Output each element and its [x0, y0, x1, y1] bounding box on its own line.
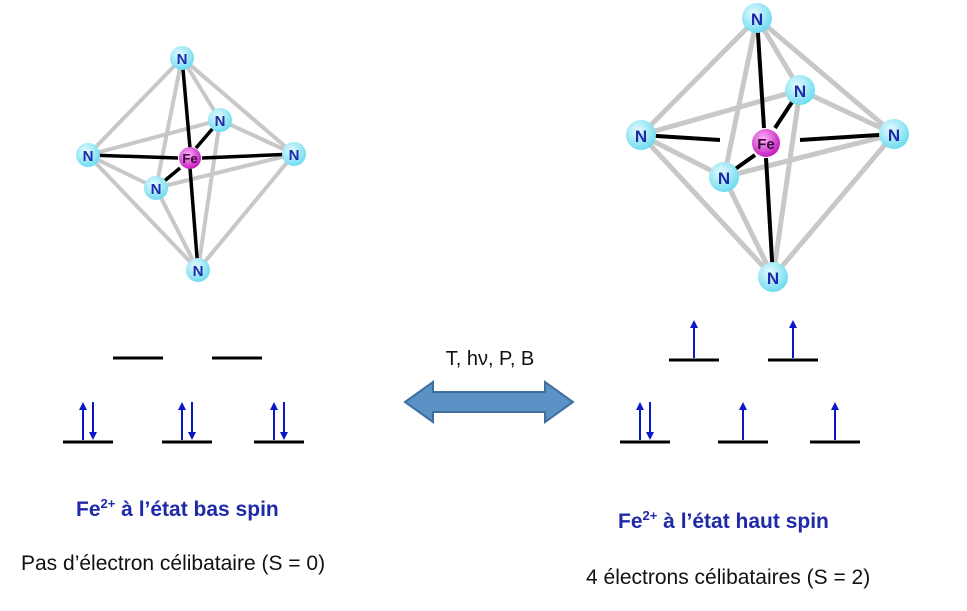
ligand-label: N [888, 126, 900, 145]
ligand-label: N [215, 113, 226, 130]
ligand-label: N [718, 169, 730, 188]
low-spin-ligand-front: N [144, 176, 168, 200]
electron-down-arrowhead [89, 432, 97, 440]
electron-up-arrowhead [270, 402, 278, 410]
high-spin-state-text: à l’état haut spin [657, 510, 829, 533]
electron-up-arrowhead [178, 402, 186, 410]
low-spin-energy-levels [63, 356, 304, 444]
low-spin-ligand-bottom: N [186, 258, 210, 282]
ligand-label: N [794, 82, 806, 101]
high-spin-metal: Fe [752, 129, 780, 157]
high-spin-charge: 2+ [642, 508, 658, 523]
high-spin-cage-edges [639, 16, 896, 279]
electron-down-arrowhead [646, 432, 654, 440]
low-spin-bonds [87, 57, 295, 271]
ligand-label: N [635, 127, 647, 146]
low-spin-charge: 2+ [100, 496, 116, 511]
electron-up-arrowhead [690, 320, 698, 328]
metal-label: Fe [757, 136, 775, 153]
high-spin-ligand-bottom: N [758, 262, 788, 292]
conditions-label: T, hν, P, B [446, 348, 535, 370]
low-spin-cage-edges [86, 56, 296, 272]
electron-down-arrowhead [280, 432, 288, 440]
high-spin-ligand-right: N [879, 119, 909, 149]
metal-label: Fe [182, 151, 197, 166]
low-spin-state-text: à l’état bas spin [115, 498, 279, 521]
ligand-label: N [767, 269, 779, 288]
high-spin-title: Fe2+ à l’état haut spin [618, 508, 829, 534]
ligand-label: N [751, 10, 763, 29]
low-spin-ligand-left: N [76, 143, 100, 167]
double-arrow [403, 380, 575, 424]
electron-up-arrowhead [739, 402, 747, 410]
electron-down-arrowhead [188, 432, 196, 440]
high-spin-ligand-front: N [709, 162, 739, 192]
high-spin-ligand-back: N [785, 75, 815, 105]
high-spin-ion: Fe [618, 510, 643, 533]
low-spin-metal: Fe [179, 147, 201, 169]
low-spin-title: Fe2+ à l’état bas spin [76, 496, 279, 522]
electron-up-arrowhead [636, 402, 644, 410]
low-spin-octahedron: N N N N Fe N N [76, 46, 306, 282]
ligand-label: N [83, 148, 94, 165]
low-spin-ligand-back: N [208, 108, 232, 132]
high-spin-ligand-left: N [626, 120, 656, 150]
low-spin-description: Pas d’électron célibataire (S = 0) [21, 552, 326, 575]
high-spin-energy-levels [620, 320, 860, 444]
electron-up-arrowhead [79, 402, 87, 410]
high-spin-description: 4 électrons célibataires (S = 2) [586, 566, 871, 589]
high-spin-octahedron: N N N N Fe N N [626, 3, 909, 292]
ligand-label: N [193, 263, 204, 280]
high-spin-ligand-top: N [742, 3, 772, 33]
electron-up-arrowhead [789, 320, 797, 328]
ligand-label: N [289, 147, 300, 164]
electron-up-arrowhead [831, 402, 839, 410]
ligand-circle [170, 46, 194, 70]
ligand-label: N [177, 51, 188, 68]
low-spin-ion: Fe [76, 498, 101, 521]
low-spin-ligand-right: N [282, 142, 306, 166]
low-spin-ligand-top: N [170, 46, 194, 70]
ligand-label: N [151, 181, 162, 198]
